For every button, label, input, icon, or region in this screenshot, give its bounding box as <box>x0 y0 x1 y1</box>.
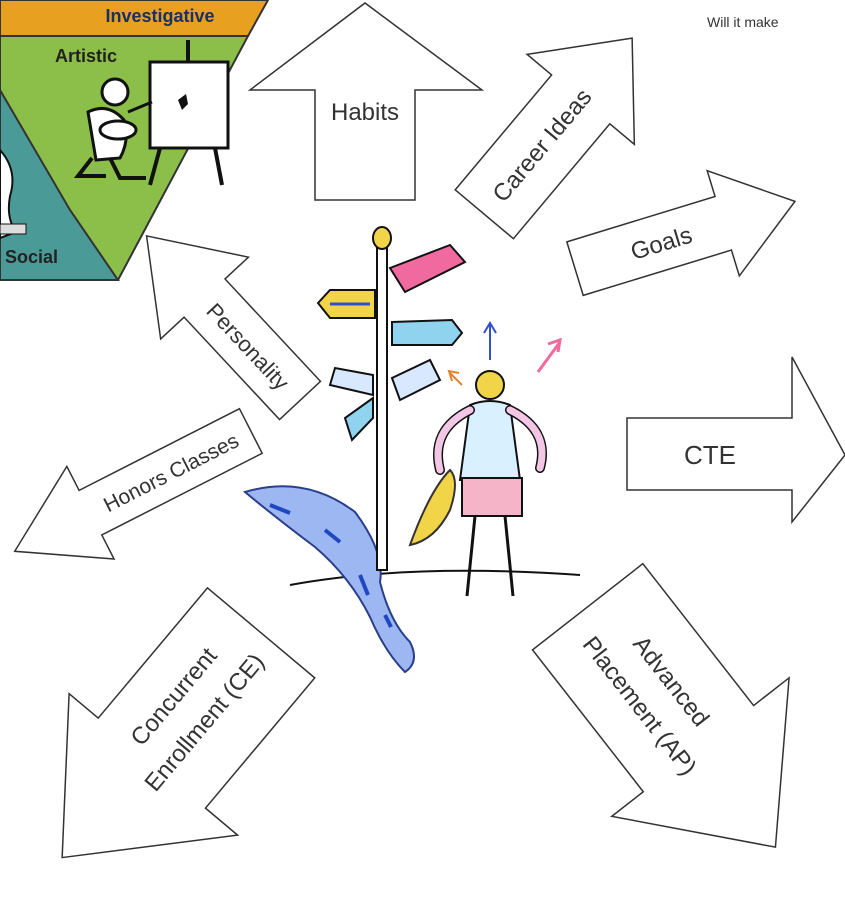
road <box>242 485 415 674</box>
signpost-person-clipart <box>242 226 581 674</box>
sign-blue <box>391 318 464 346</box>
holland-code-graphic: Investigative Artistic Social <box>0 0 270 281</box>
arrow-cte: CTE <box>626 356 845 525</box>
sign-pink <box>388 243 467 294</box>
note-text: Will it make <box>707 14 779 30</box>
arrow-label-habits: Habits <box>331 99 399 126</box>
investigative-label: Investigative <box>105 6 214 26</box>
ground-line <box>289 569 581 586</box>
artistic-label: Artistic <box>55 46 117 66</box>
side-path <box>408 468 456 547</box>
person-head <box>475 370 505 400</box>
social-figure-clipart <box>0 148 27 240</box>
arrow-honors-classes: Honors Classes <box>13 407 264 560</box>
arrow-advanced-placement: Advanced Placement (AP) <box>531 562 790 849</box>
signpost-pole <box>376 239 388 571</box>
arrow-habits: Habits <box>247 2 485 201</box>
social-band <box>0 88 120 281</box>
arrow-concurrent-enrollment: Concurrent Enrollment (CE) <box>61 586 316 859</box>
arrow-goals: Goals <box>565 169 797 297</box>
social-label: Social <box>5 247 58 267</box>
painter-clipart <box>73 40 230 186</box>
arrow-label-cte: CTE <box>684 440 736 470</box>
